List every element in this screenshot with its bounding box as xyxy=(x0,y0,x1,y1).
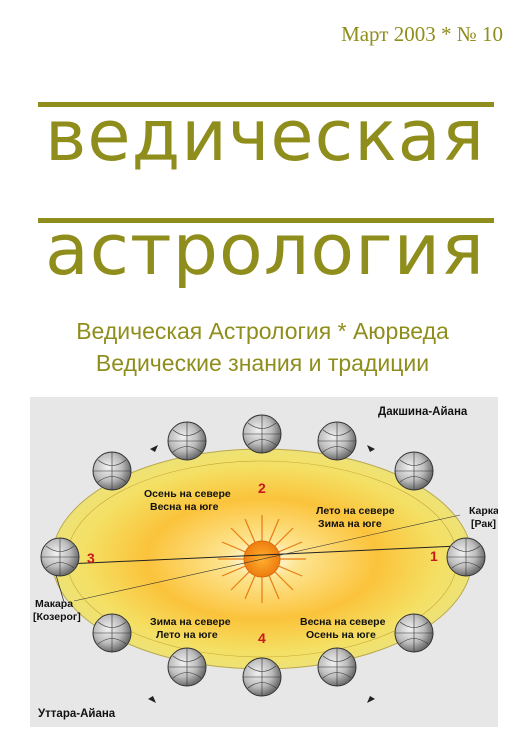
globes xyxy=(40,414,486,697)
globe-icon xyxy=(317,421,357,461)
arrow-icon xyxy=(148,696,156,703)
globe-icon xyxy=(317,647,357,687)
season-top-left-1: Осень на севере xyxy=(144,488,231,500)
orbit-arrows xyxy=(148,445,375,703)
makara-label: Макара xyxy=(35,598,73,610)
subtitle-line-1: Ведическая Астрология * Аюрведа xyxy=(76,318,449,344)
makara-pointer xyxy=(55,574,65,603)
season-bottom-left-1: Зима на севере xyxy=(150,616,231,628)
season-bottom-right-2: Осень на юге xyxy=(306,629,376,641)
globe-icon xyxy=(394,613,434,653)
dakshina-ayana-label: Дакшина-Айана xyxy=(378,406,468,418)
title-bar-top xyxy=(38,102,494,107)
title-lettering: ведическая астрология xyxy=(38,95,494,288)
globe-icon xyxy=(167,421,207,461)
seasons-orbit-diagram: 2 1 3 4 Осень на севере Весна на юге Лет… xyxy=(33,406,498,720)
subtitle-line-2: Ведические знания и традиции xyxy=(95,350,430,376)
point-number-1: 1 xyxy=(430,548,438,564)
title-bar-bottom xyxy=(38,218,494,223)
title-line-1: ведическая xyxy=(45,95,485,177)
arrow-icon xyxy=(150,445,158,452)
uttara-ayana-label: Уттара-Айана xyxy=(38,708,116,720)
globe-icon xyxy=(92,451,132,491)
solstice-axis xyxy=(43,544,481,566)
title-line-2: астрология xyxy=(45,209,485,288)
karka-sublabel: [Рак] xyxy=(471,518,496,530)
magazine-title: ведическая астрология xyxy=(30,62,500,288)
globe-icon xyxy=(446,537,486,577)
point-number-3: 3 xyxy=(87,550,95,566)
season-top-right-1: Лето на севере xyxy=(316,505,395,517)
globe-icon xyxy=(394,451,434,491)
globe-icon xyxy=(242,657,282,697)
globe-icon xyxy=(242,414,282,454)
point-number-2: 2 xyxy=(258,480,266,496)
globe-icon xyxy=(167,647,207,687)
season-top-left-2: Весна на юге xyxy=(150,501,219,513)
season-bottom-right-1: Весна на севере xyxy=(300,616,386,628)
globe-icon xyxy=(92,613,132,653)
arrow-icon xyxy=(367,696,375,703)
season-bottom-left-2: Лето на юге xyxy=(156,629,218,641)
issue-date: Март 2003 * № 10 xyxy=(341,22,503,46)
makara-sublabel: [Козерог] xyxy=(33,611,81,623)
ecliptic-line xyxy=(73,514,461,602)
season-top-right-2: Зима на юге xyxy=(318,518,382,530)
point-number-4: 4 xyxy=(258,630,266,646)
globe-icon xyxy=(40,537,80,577)
arrow-icon xyxy=(367,445,375,452)
cover-diagram: 2 1 3 4 Осень на севере Весна на юге Лет… xyxy=(30,397,498,727)
karka-label: Карка xyxy=(469,505,498,517)
